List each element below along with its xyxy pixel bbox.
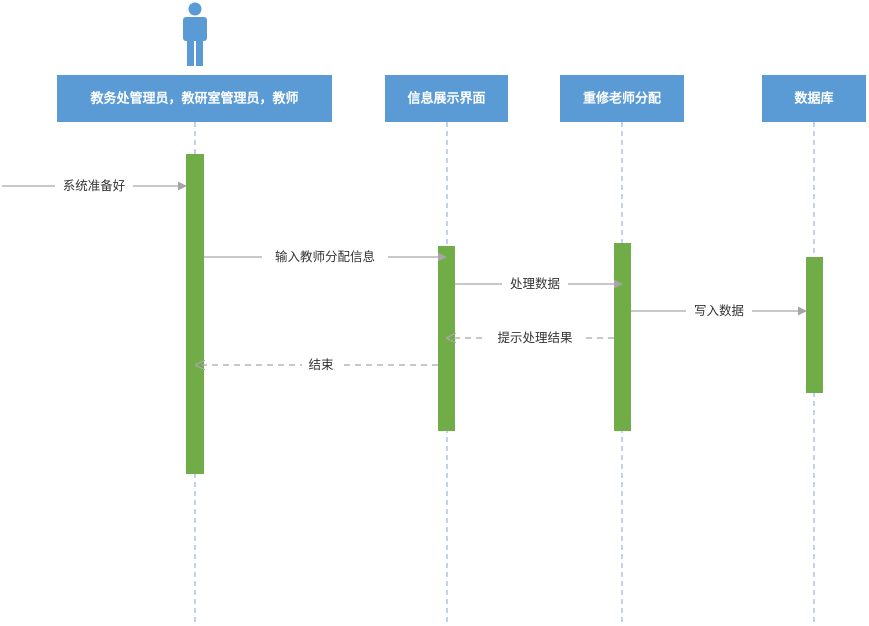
participant-admin-label: 教务处管理员，教研室管理员，教师 [89, 91, 298, 107]
message-end: 结束 [196, 357, 438, 374]
message-show-result-label: 提示处理结果 [497, 330, 573, 345]
activation-bar-ui [438, 246, 455, 431]
message-show-result: 提示处理结果 [447, 330, 614, 347]
message-process-data: 处理数据 [455, 276, 623, 293]
participant-db: 数据库 [762, 75, 866, 122]
message-write-data: 写入数据 [631, 303, 807, 320]
participant-ui-label: 信息展示界面 [407, 91, 485, 107]
activation-bar-alloc [614, 243, 631, 431]
activation-bar-admin [186, 154, 204, 474]
message-input-assignment-label: 输入教师分配信息 [275, 249, 375, 264]
participant-ui: 信息展示界面 [385, 75, 508, 122]
message-write-data-label: 写入数据 [694, 303, 744, 318]
activation-bar-db [806, 257, 823, 393]
participant-admin: 教务处管理员，教研室管理员，教师 [57, 75, 332, 122]
participant-db-label: 数据库 [794, 91, 833, 107]
message-end-label: 结束 [308, 357, 334, 372]
participant-alloc: 重修老师分配 [560, 75, 684, 122]
participant-alloc-label: 重修老师分配 [583, 91, 661, 107]
message-system-ready: 系统准备好 [2, 178, 187, 195]
actor-person-icon [183, 2, 207, 66]
message-input-assignment: 输入教师分配信息 [204, 249, 447, 266]
message-system-ready-label: 系统准备好 [63, 178, 126, 193]
message-process-data-label: 处理数据 [510, 276, 560, 291]
